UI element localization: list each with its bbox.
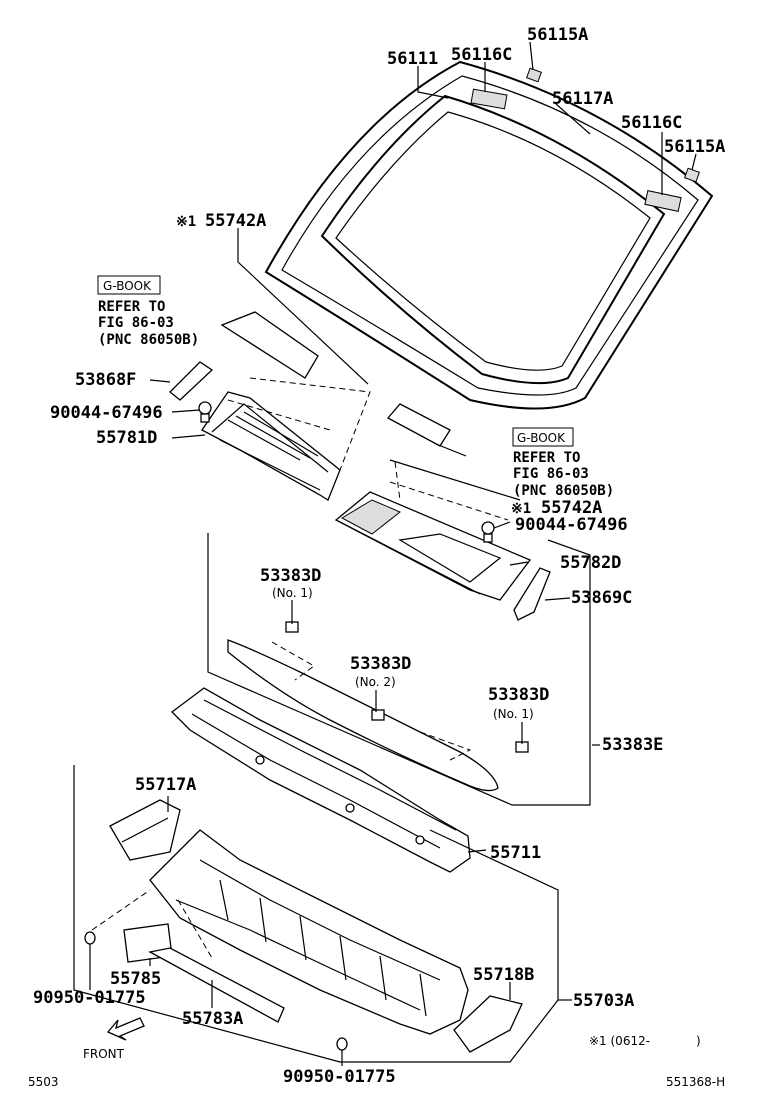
gbook-badge-left: [97, 275, 161, 295]
plug-90950-left: [84, 931, 96, 945]
no1-right: (No. 1): [493, 707, 534, 721]
label-53868f: 53868F: [75, 370, 136, 390]
page-code-right: 551368-H: [666, 1075, 725, 1089]
refer-to-right: REFER TO: [513, 450, 580, 466]
label-56116c-right: 56116C: [621, 113, 682, 133]
no2: (No. 2): [355, 675, 396, 689]
page-code-left: 5503: [28, 1075, 59, 1089]
label-56115a-right: 56115A: [664, 137, 725, 157]
label-90950-bottom: 90950-01775: [283, 1067, 396, 1087]
label-55742a-right: 55742A: [541, 498, 602, 518]
gbook-right: G-BOOK: [517, 431, 566, 445]
label-90950-left: 90950-01775: [33, 988, 146, 1008]
seal-53868f: [169, 361, 214, 401]
front-label: FRONT: [83, 1047, 125, 1061]
cowl-outer-panel-55711: [171, 687, 471, 873]
label-55783a: 55783A: [182, 1009, 243, 1029]
molding-55742a-left: [220, 311, 319, 379]
label-55718b: 55718B: [473, 965, 534, 985]
label-56111: 56111: [387, 49, 438, 69]
fig-left: FIG 86-03: [98, 315, 174, 331]
label-56116c-top: 56116C: [451, 45, 512, 65]
cowl-panel-box: [73, 765, 559, 1063]
footnote-close: ): [696, 1034, 701, 1048]
gbook-left: G-BOOK: [103, 279, 152, 293]
weatherstrip-set-box: [207, 533, 591, 806]
cowl-panel-55703a: [149, 829, 469, 1035]
footnote: ※1 (0612-: [589, 1034, 650, 1048]
label-55782d: 55782D: [560, 553, 621, 573]
bracket-56116c-right: [644, 190, 682, 212]
cowl-louver-right: [334, 491, 532, 601]
label-56115a-top: 56115A: [527, 25, 588, 45]
label-90044-right: 90044-67496: [515, 515, 628, 535]
label-55717a: 55717A: [135, 775, 196, 795]
label-53869c: 53869C: [571, 588, 632, 608]
clip-56115a-right: [684, 167, 700, 183]
label-55711: 55711: [490, 843, 541, 863]
molding-55742a-right: [386, 403, 451, 447]
mark-left: ※1: [176, 214, 196, 230]
label-55703a: 55703A: [573, 991, 634, 1011]
bracket-55718b: [453, 995, 523, 1053]
label-56117a: 56117A: [552, 89, 613, 109]
mark-right: ※1: [511, 501, 531, 517]
weatherstrip: [227, 639, 499, 792]
front-arrow-icon: [106, 1017, 145, 1041]
leader-lines: [89, 41, 697, 1066]
windshield-glass: [264, 60, 714, 410]
bracket-56116c-top: [470, 88, 508, 110]
label-55785: 55785: [110, 969, 161, 989]
pnc-left: (PNC 86050B): [98, 332, 199, 348]
clip-56115a-top: [526, 67, 542, 83]
no1-left: (No. 1): [272, 586, 313, 600]
gbook-badge-right: [512, 427, 574, 447]
cowl-louver-left: [198, 391, 341, 501]
refer-to-left: REFER TO: [98, 299, 165, 315]
pnc-right: (PNC 86050B): [513, 483, 614, 499]
label-53383d-1: 53383D: [260, 566, 321, 586]
seal-53869c: [513, 567, 551, 621]
clip-53383d-no2: [371, 709, 385, 721]
plug-90950-bottom: [336, 1037, 348, 1051]
fig-right: FIG 86-03: [513, 466, 589, 482]
label-55781d: 55781D: [96, 428, 157, 448]
label-53383d-2: 53383D: [350, 654, 411, 674]
label-90044-left: 90044-67496: [50, 403, 163, 423]
seal-55783a: [148, 947, 285, 1023]
label-53383d-3: 53383D: [488, 685, 549, 705]
label-53383e: 53383E: [602, 735, 663, 755]
label-55742a-left: 55742A: [205, 211, 266, 231]
